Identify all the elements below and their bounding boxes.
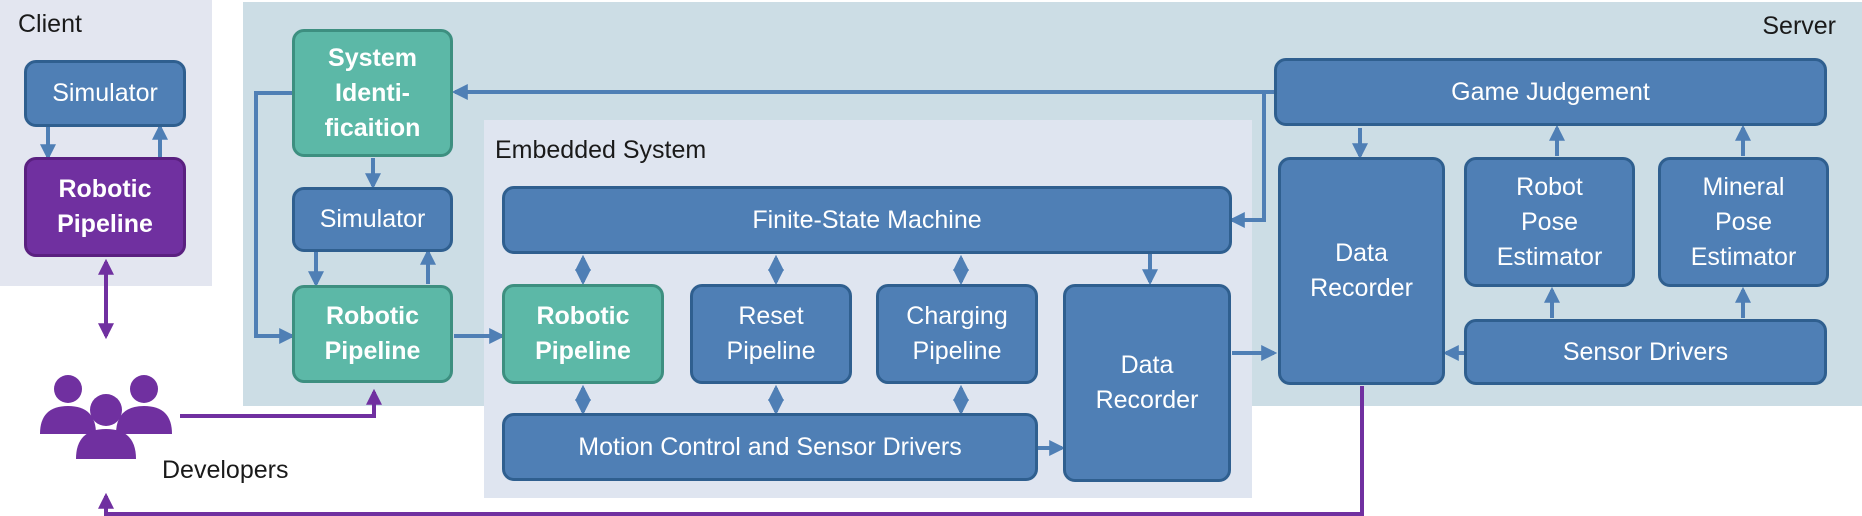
reset-pipeline: Reset Pipeline: [690, 284, 852, 384]
server-simulator: Simulator: [292, 187, 453, 252]
embedded-data-recorder: Data Recorder: [1063, 284, 1231, 482]
embedded-robotic-pipeline: Robotic Pipeline: [502, 284, 664, 384]
arrow-sysid-loop: [254, 91, 296, 344]
people-group-icon: [40, 375, 172, 459]
arrow-judgement-to-fsm: [1228, 90, 1274, 228]
charging-pipeline: Charging Pipeline: [876, 284, 1038, 384]
system-identification: System Identi- ficaition: [292, 29, 453, 157]
client-robotic-pipeline: Robotic Pipeline: [24, 157, 186, 257]
client-label: Client: [18, 10, 82, 38]
server-robotic-pipeline: Robotic Pipeline: [292, 285, 453, 383]
finite-state-machine: Finite-State Machine: [502, 186, 1232, 254]
arrow-developers-to-server-pipe: [180, 388, 382, 418]
client-simulator: Simulator: [24, 60, 186, 127]
server-data-recorder: Data Recorder: [1278, 157, 1445, 385]
motion-control-and-sensor-drivers: Motion Control and Sensor Drivers: [502, 413, 1038, 481]
mineral-pose-estimator: Mineral Pose Estimator: [1658, 157, 1829, 287]
developers-label: Developers: [162, 456, 289, 484]
embedded-label: Embedded System: [495, 136, 707, 164]
arrow-recorder-to-developers: [98, 386, 1364, 516]
sensor-drivers: Sensor Drivers: [1464, 319, 1827, 385]
robot-pose-estimator: Robot Pose Estimator: [1464, 157, 1635, 287]
server-label: Server: [1762, 12, 1836, 40]
game-judgement: Game Judgement: [1274, 58, 1827, 126]
